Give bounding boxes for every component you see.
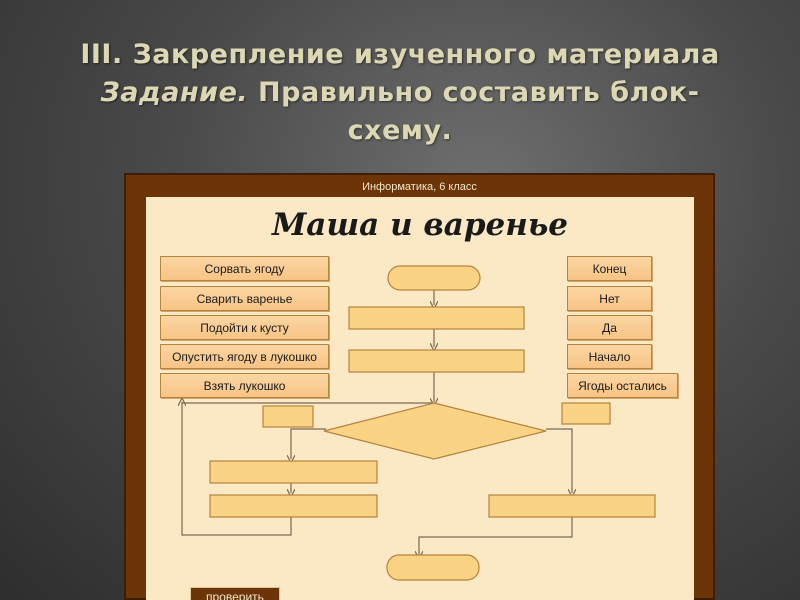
- label-approach-bush[interactable]: Подойти к кусту: [160, 315, 329, 340]
- slide-title-line1: III. Закрепление изученного материала: [80, 39, 720, 70]
- label-cook-jam[interactable]: Сварить варенье: [160, 286, 329, 311]
- app-header: Информатика, 6 класс: [362, 181, 477, 193]
- label-pick-berry[interactable]: Сорвать ягоду: [160, 256, 329, 281]
- label-yes[interactable]: Да: [567, 315, 652, 340]
- block-start-terminal[interactable]: [387, 265, 481, 291]
- block-left-step-2[interactable]: [209, 494, 378, 518]
- arrow-to-end: [419, 517, 573, 555]
- block-step-1[interactable]: [348, 306, 525, 330]
- label-take-basket[interactable]: Взять лукошко: [160, 373, 329, 398]
- slide-title-line3: схему.: [347, 115, 453, 146]
- arrow-decision-right: [546, 428, 572, 493]
- label-no[interactable]: Нет: [567, 286, 652, 311]
- block-step-2[interactable]: [348, 349, 525, 373]
- task-text: Правильно составить блок-: [248, 77, 700, 108]
- check-button[interactable]: проверить: [190, 587, 280, 600]
- app-window: Информатика, 6 класс Маша и варенье Сорв…: [124, 173, 715, 600]
- flowchart: [146, 265, 656, 581]
- label-drop-berry[interactable]: Опустить ягоду в лукошко: [160, 344, 329, 369]
- label-end[interactable]: Конец: [567, 256, 652, 281]
- block-label-slot-left[interactable]: [262, 405, 314, 428]
- label-start[interactable]: Начало: [567, 344, 652, 369]
- label-berries-left[interactable]: Ягоды остались: [567, 373, 678, 398]
- block-label-slot-right[interactable]: [561, 402, 611, 425]
- block-right-step[interactable]: [488, 494, 656, 518]
- connectors: [182, 290, 572, 555]
- block-end-terminal[interactable]: [386, 554, 480, 581]
- block-decision[interactable]: [323, 402, 547, 460]
- board-title: Маша и варенье: [271, 207, 569, 243]
- slide-title-line2: Задание. Правильно составить блок-: [0, 74, 800, 112]
- task-word: Задание.: [100, 77, 249, 108]
- block-left-step-1[interactable]: [209, 460, 378, 484]
- work-area: Маша и варенье Сорвать ягоду Сварить вар…: [146, 197, 694, 600]
- arrow-decision-left: [291, 428, 326, 459]
- arrow-loop-back: [182, 402, 292, 536]
- slide-title: III. Закрепление изученного материала За…: [0, 36, 800, 150]
